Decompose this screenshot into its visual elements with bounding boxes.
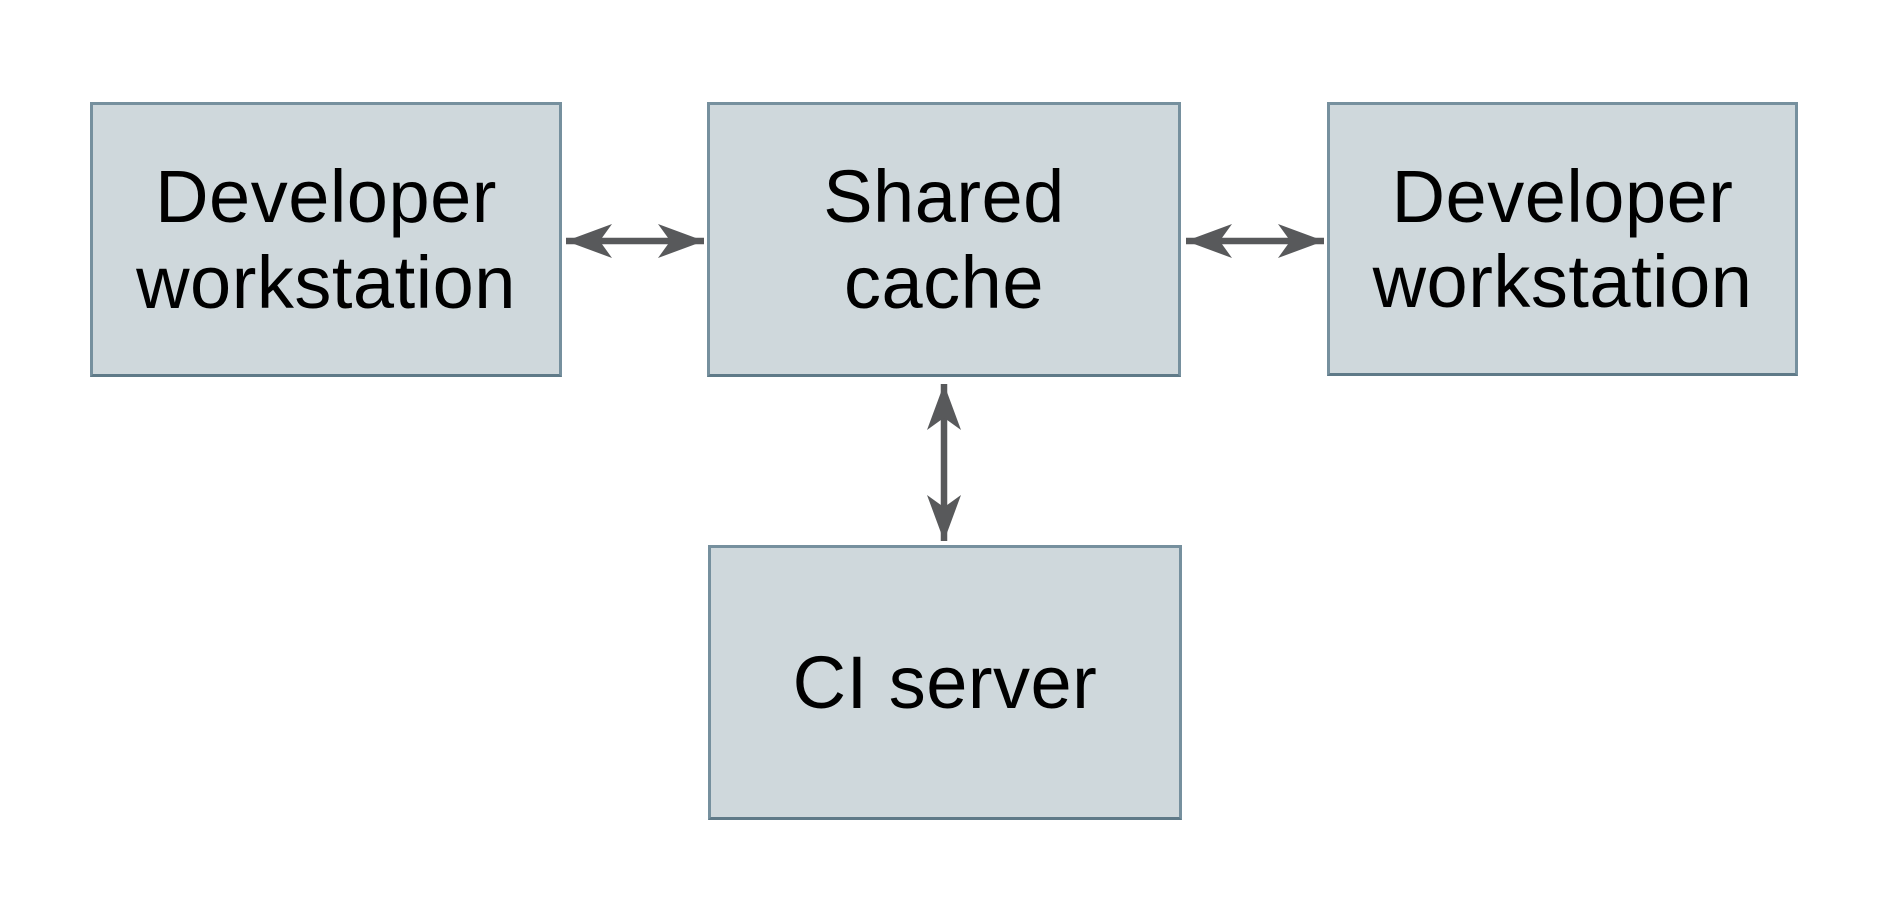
node-shared-cache: Shared cache — [707, 102, 1181, 377]
node-developer-workstation-left: Developer workstation — [90, 102, 562, 377]
node-label: Developer workstation — [1372, 154, 1753, 323]
node-developer-workstation-right: Developer workstation — [1327, 102, 1798, 376]
node-label: CI server — [792, 640, 1098, 724]
node-ci-server: CI server — [708, 545, 1182, 820]
node-label: Developer workstation — [136, 155, 516, 324]
node-label: Shared cache — [823, 155, 1065, 324]
